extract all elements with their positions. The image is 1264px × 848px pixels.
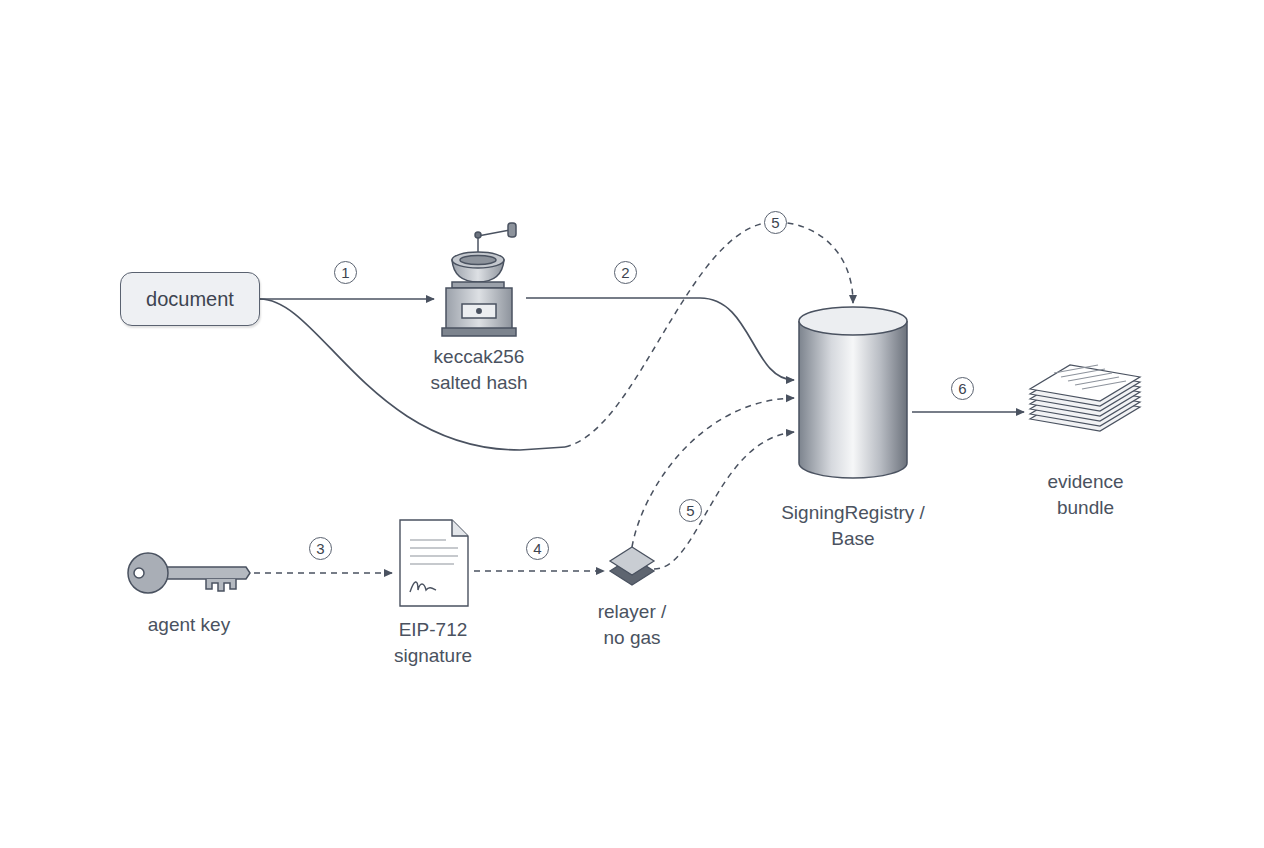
callout-number: 2 [614, 261, 637, 284]
callout-number: 5 [764, 211, 787, 234]
sheet [1030, 365, 1140, 401]
relayer-node: relayer / no gas [608, 545, 656, 593]
node-caption: keccak256 salted hash [414, 344, 544, 396]
connector-line [912, 411, 1024, 413]
connector-line [260, 299, 565, 450]
connector-line [632, 398, 794, 547]
connector-line [260, 298, 434, 300]
connector [632, 398, 794, 547]
node-caption: evidence bundle [1031, 469, 1141, 521]
signature-icon [400, 520, 468, 606]
connector-line [254, 572, 392, 574]
callout-number: 5 [679, 499, 702, 522]
callout-number: 3 [309, 537, 332, 560]
node-caption: EIP-712 signature [377, 617, 489, 669]
node-caption: agent key [129, 612, 249, 638]
key-node: agent key [126, 545, 252, 603]
connector [260, 222, 853, 450]
connector-line [565, 222, 853, 447]
registry-cylinder [799, 307, 907, 478]
relayer-icon [610, 547, 654, 585]
connector [254, 573, 392, 574]
output-bundle: evidence bundle [1028, 355, 1143, 435]
callout-number: 4 [526, 537, 549, 560]
connector-line [474, 570, 604, 572]
key-icon [128, 553, 250, 593]
connector [912, 412, 1024, 413]
registry-store: SigningRegistry / Base [797, 305, 909, 480]
signature-node: EIP-712 signature [396, 518, 470, 608]
node-caption: SigningRegistry / Base [763, 500, 943, 552]
document-stack [1030, 365, 1140, 431]
callout-number: 1 [334, 261, 357, 284]
connector [654, 432, 794, 569]
connector-line [654, 432, 794, 569]
text-line [1082, 381, 1126, 389]
node-caption: relayer / no gas [586, 599, 678, 651]
hash-step: keccak256 salted hash [438, 222, 520, 338]
input-box: document [120, 272, 260, 326]
node-text: document [146, 286, 234, 312]
connector [474, 571, 604, 572]
callout-number: 6 [951, 377, 974, 400]
connector [260, 299, 434, 300]
grinder-icon [442, 223, 516, 336]
